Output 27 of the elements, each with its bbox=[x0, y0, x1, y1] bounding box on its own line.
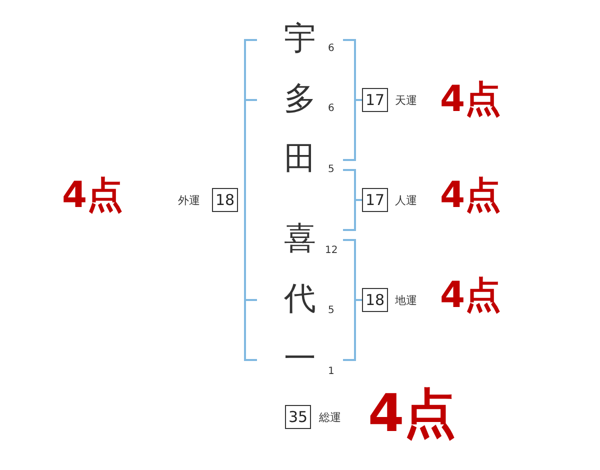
fortune-label: 天運 bbox=[395, 95, 417, 106]
score-text: 4点 bbox=[440, 82, 502, 118]
name-character: 多 bbox=[284, 82, 316, 114]
name-character: 一 bbox=[284, 342, 316, 374]
name-character: 喜 bbox=[284, 222, 316, 254]
stroke-count: 5 bbox=[328, 165, 334, 175]
stroke-count: 6 bbox=[328, 104, 334, 114]
name-character: 田 bbox=[284, 142, 316, 174]
score-text: 4点 bbox=[62, 178, 124, 214]
score-text: 4点 bbox=[368, 388, 456, 440]
number-box: 35 bbox=[285, 405, 311, 429]
score-text: 4点 bbox=[440, 178, 502, 214]
fortune-label: 総運 bbox=[319, 412, 341, 423]
stroke-count: 12 bbox=[325, 246, 338, 256]
number-box: 17 bbox=[362, 88, 388, 112]
stroke-count: 1 bbox=[328, 367, 334, 377]
number-box: 18 bbox=[362, 288, 388, 312]
fortune-label: 人運 bbox=[395, 195, 417, 206]
stroke-count: 5 bbox=[328, 306, 334, 316]
fortune-label: 外運 bbox=[178, 195, 200, 206]
stroke-count: 6 bbox=[328, 44, 334, 54]
name-character: 宇 bbox=[284, 22, 316, 54]
number-box: 17 bbox=[362, 188, 388, 212]
number-box: 18 bbox=[212, 188, 238, 212]
fortune-label: 地運 bbox=[395, 295, 417, 306]
name-character: 代 bbox=[284, 282, 316, 314]
score-text: 4点 bbox=[440, 278, 502, 314]
